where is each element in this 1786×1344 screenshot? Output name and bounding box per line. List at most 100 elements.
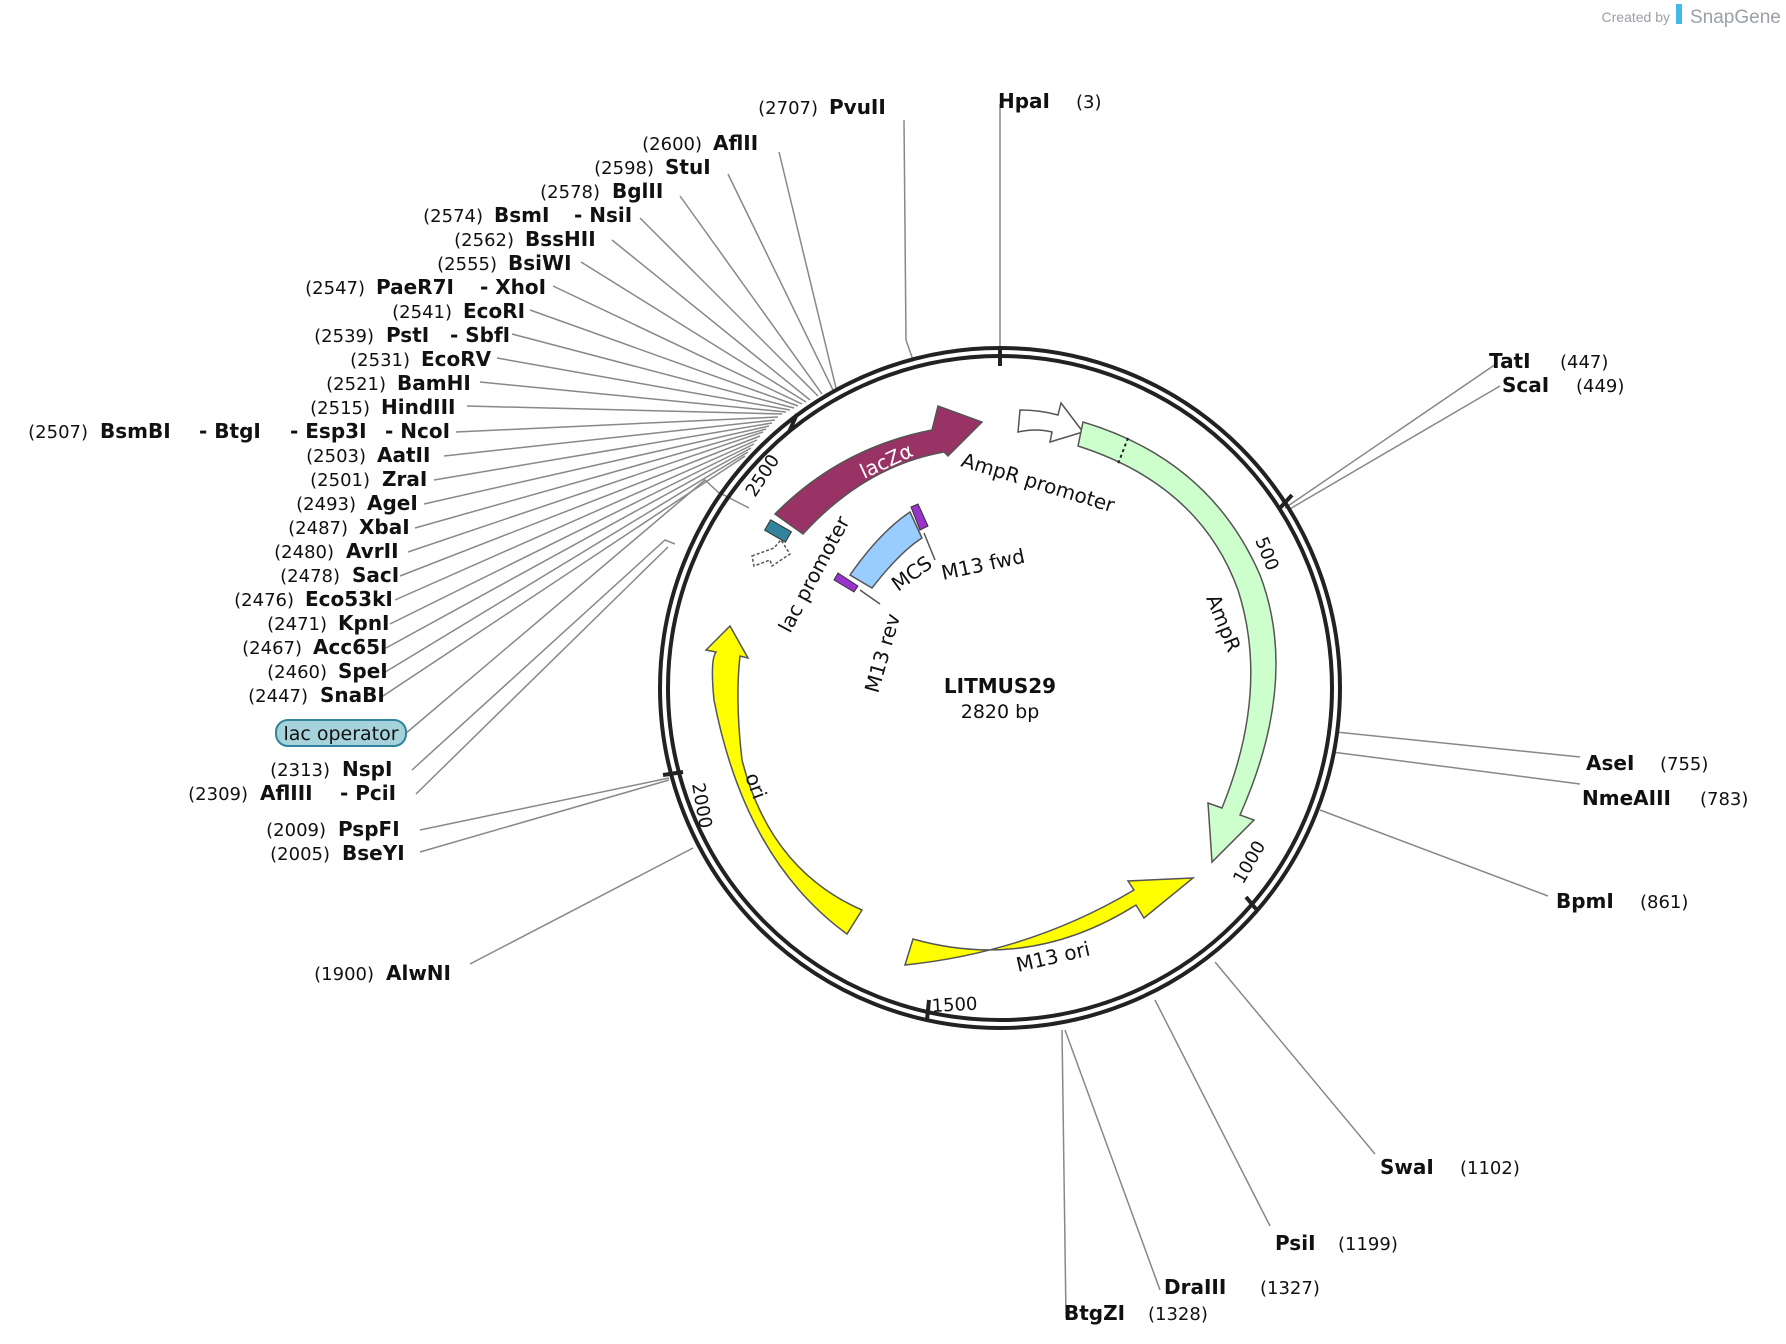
- left-leader-lines: [379, 119, 914, 965]
- m13rev-label: M13 rev: [860, 611, 905, 696]
- site-name[interactable]: StuI: [665, 155, 711, 179]
- site-name[interactable]: BpmI: [1556, 889, 1614, 913]
- site-name-4[interactable]: - NcoI: [385, 419, 450, 443]
- ori-feature[interactable]: [704, 624, 864, 936]
- site-name[interactable]: EcoRV: [421, 347, 492, 371]
- site-name[interactable]: Eco53kI: [305, 587, 393, 611]
- site-name[interactable]: SwaI: [1380, 1155, 1434, 1179]
- site-pos: (2447): [248, 686, 308, 707]
- site-name[interactable]: PstI: [386, 323, 429, 347]
- site-name[interactable]: NmeAIII: [1582, 786, 1671, 810]
- site-name[interactable]: BssHII: [525, 227, 596, 251]
- site-pos: (1327): [1260, 1278, 1320, 1299]
- lac-promoter-feature[interactable]: [751, 538, 792, 568]
- site-name-2[interactable]: - BtgI: [199, 419, 261, 443]
- site-pos: (2507): [28, 422, 88, 443]
- plasmid-size: 2820 bp: [961, 701, 1040, 723]
- site-name[interactable]: SnaBI: [320, 683, 385, 707]
- lac-promoter-marker: [763, 519, 793, 543]
- left-site-labels: (2707) PvuII (2600) AflII (2598) StuI (2…: [28, 95, 886, 985]
- site-pos: (755): [1660, 754, 1708, 775]
- site-pos: (1199): [1338, 1234, 1398, 1255]
- site-name[interactable]: BamHI: [397, 371, 471, 395]
- ampr-feature[interactable]: [1077, 421, 1277, 864]
- site-pos: (2313): [270, 760, 330, 781]
- mcs-feature[interactable]: [848, 510, 923, 589]
- backbone-ticks: [662, 348, 1294, 1021]
- site-name[interactable]: BsmBI: [100, 419, 171, 443]
- site-name[interactable]: AgeI: [367, 491, 418, 515]
- site-pos: (2487): [288, 518, 348, 539]
- site-name[interactable]: PaeR7I: [376, 275, 454, 299]
- site-name[interactable]: KpnI: [338, 611, 390, 635]
- site-pos: (2541): [392, 302, 452, 323]
- site-name[interactable]: HpaI: [998, 89, 1050, 113]
- site-name[interactable]: AseI: [1586, 751, 1634, 775]
- lac-operator-box[interactable]: [275, 719, 407, 747]
- site-pos: (2501): [310, 470, 370, 491]
- site-name[interactable]: HindIII: [381, 395, 455, 419]
- site-pos: (1328): [1148, 1304, 1208, 1325]
- site-name-2[interactable]: - NsiI: [574, 203, 632, 227]
- m13fwd-primer[interactable]: [910, 503, 929, 531]
- credit-brand: SnapGene: [1690, 7, 1781, 28]
- site-name[interactable]: NspI: [342, 757, 392, 781]
- site-name-2[interactable]: - XhoI: [480, 275, 546, 299]
- site-pos: (2493): [296, 494, 356, 515]
- site-name[interactable]: ZraI: [382, 467, 427, 491]
- site-pos: (2547): [305, 278, 365, 299]
- site-name[interactable]: DraIII: [1164, 1275, 1226, 1299]
- site-name-2[interactable]: - PciI: [340, 781, 396, 805]
- site-name[interactable]: AvrII: [346, 539, 399, 563]
- site-name[interactable]: Acc65I: [313, 635, 387, 659]
- ampr-promoter-feature[interactable]: [1017, 401, 1085, 444]
- site-name[interactable]: ScaI: [1502, 373, 1549, 397]
- m13rev-primer[interactable]: [833, 572, 859, 593]
- site-name[interactable]: PsiI: [1275, 1231, 1316, 1255]
- snapgene-logo-icon: [1676, 4, 1682, 24]
- m13fwd-label: M13 fwd: [939, 544, 1027, 585]
- site-pos: (2309): [188, 784, 248, 805]
- site-name-3[interactable]: - Esp3I: [290, 419, 367, 443]
- site-pos: (2009): [266, 820, 326, 841]
- site-name[interactable]: BglII: [612, 179, 663, 203]
- site-pos: (1102): [1460, 1158, 1520, 1179]
- site-name[interactable]: BsiWI: [508, 251, 572, 275]
- tick-label-1000: 1000: [1229, 837, 1270, 887]
- site-name[interactable]: EcoRI: [463, 299, 525, 323]
- site-name[interactable]: AflII: [713, 131, 758, 155]
- site-name[interactable]: BsmI: [494, 203, 549, 227]
- site-pos: (447): [1560, 352, 1608, 373]
- site-name[interactable]: PspFI: [338, 817, 400, 841]
- site-pos: (2598): [594, 158, 654, 179]
- site-name[interactable]: AatII: [377, 443, 430, 467]
- site-pos: (2707): [758, 98, 818, 119]
- site-pos: (1900): [314, 964, 374, 985]
- site-name-2[interactable]: - SbfI: [450, 323, 510, 347]
- site-pos: (2600): [642, 134, 702, 155]
- site-pos: (2476): [234, 590, 294, 611]
- site-pos: (2578): [540, 182, 600, 203]
- site-name[interactable]: SacI: [352, 563, 399, 587]
- site-name[interactable]: TatI: [1489, 349, 1531, 373]
- site-name[interactable]: SpeI: [338, 659, 388, 683]
- site-name[interactable]: PvuII: [829, 95, 886, 119]
- site-name[interactable]: BseYI: [342, 841, 405, 865]
- site-name[interactable]: XbaI: [359, 515, 410, 539]
- site-pos: (2460): [267, 662, 327, 683]
- site-name[interactable]: BtgZI: [1064, 1301, 1125, 1325]
- ampr-promoter-label: AmpR promoter: [959, 448, 1119, 518]
- site-pos: (2478): [280, 566, 340, 587]
- lacz-feature[interactable]: [773, 405, 984, 535]
- site-name[interactable]: AflIII: [260, 781, 313, 805]
- site-pos: (2471): [267, 614, 327, 635]
- m13ori-feature[interactable]: [903, 877, 1196, 966]
- site-pos: (2555): [437, 254, 497, 275]
- site-pos: (2467): [242, 638, 302, 659]
- site-name[interactable]: AlwNI: [386, 961, 451, 985]
- site-pos: (861): [1640, 892, 1688, 913]
- ampr-label: AmpR: [1201, 591, 1246, 655]
- site-pos: (783): [1700, 789, 1748, 810]
